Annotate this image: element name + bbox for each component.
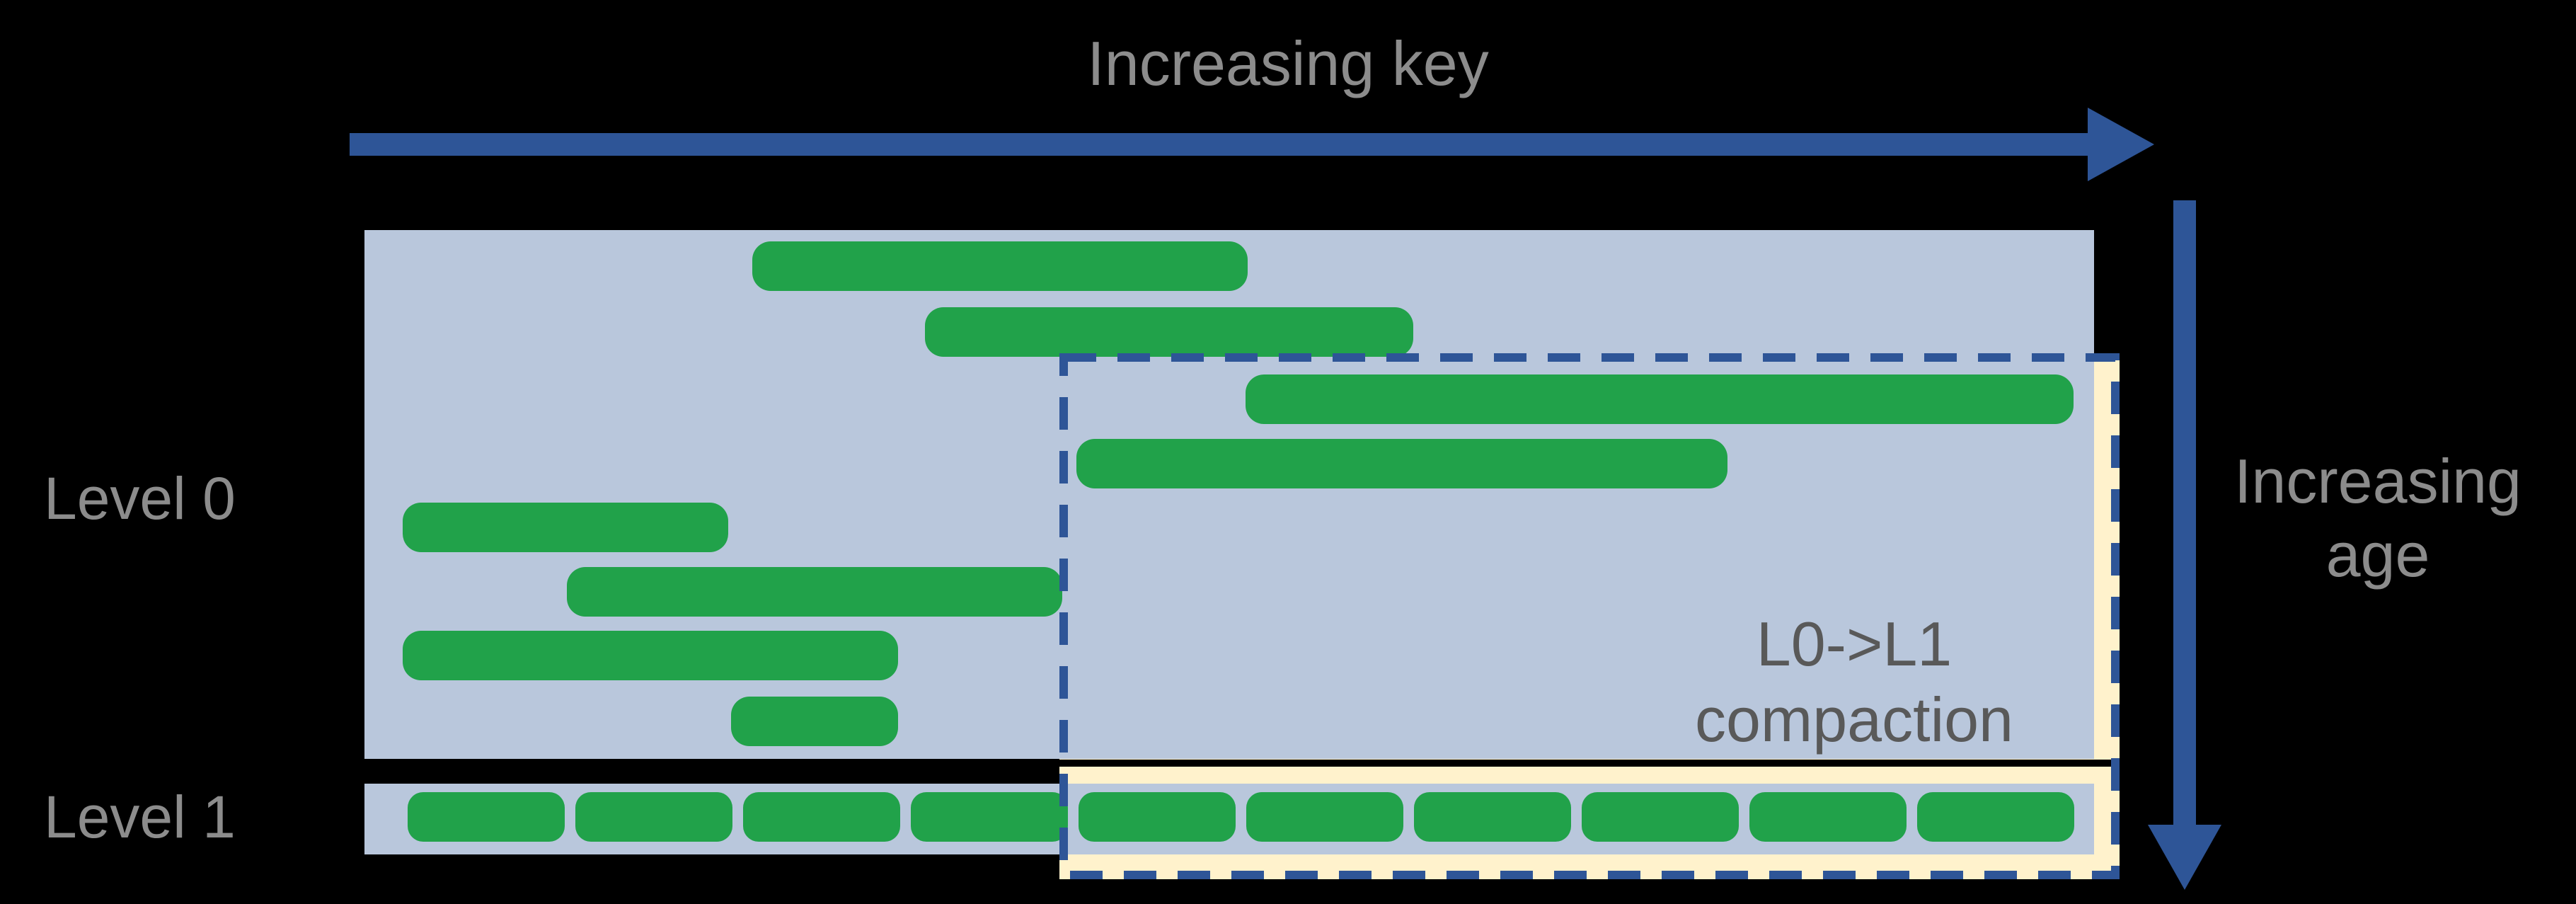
level1-label: Level 1 — [44, 784, 236, 850]
compaction-dashed-rect — [1059, 353, 2120, 879]
increasing-age-label: Increasing age — [2233, 446, 2522, 590]
increasing-age-arrow — [2173, 200, 2196, 825]
increasing-key-arrowhead-icon — [2088, 108, 2154, 181]
compaction-label: L0->L1 compaction — [1694, 609, 2013, 755]
level0-label: Level 0 — [44, 465, 236, 532]
increasing-age-arrowhead-icon — [2148, 825, 2221, 890]
level-divider-line — [364, 760, 2111, 767]
increasing-key-arrow — [350, 133, 2089, 156]
increasing-key-label: Increasing key — [1087, 28, 1489, 98]
compaction-region-border — [1059, 353, 2120, 879]
